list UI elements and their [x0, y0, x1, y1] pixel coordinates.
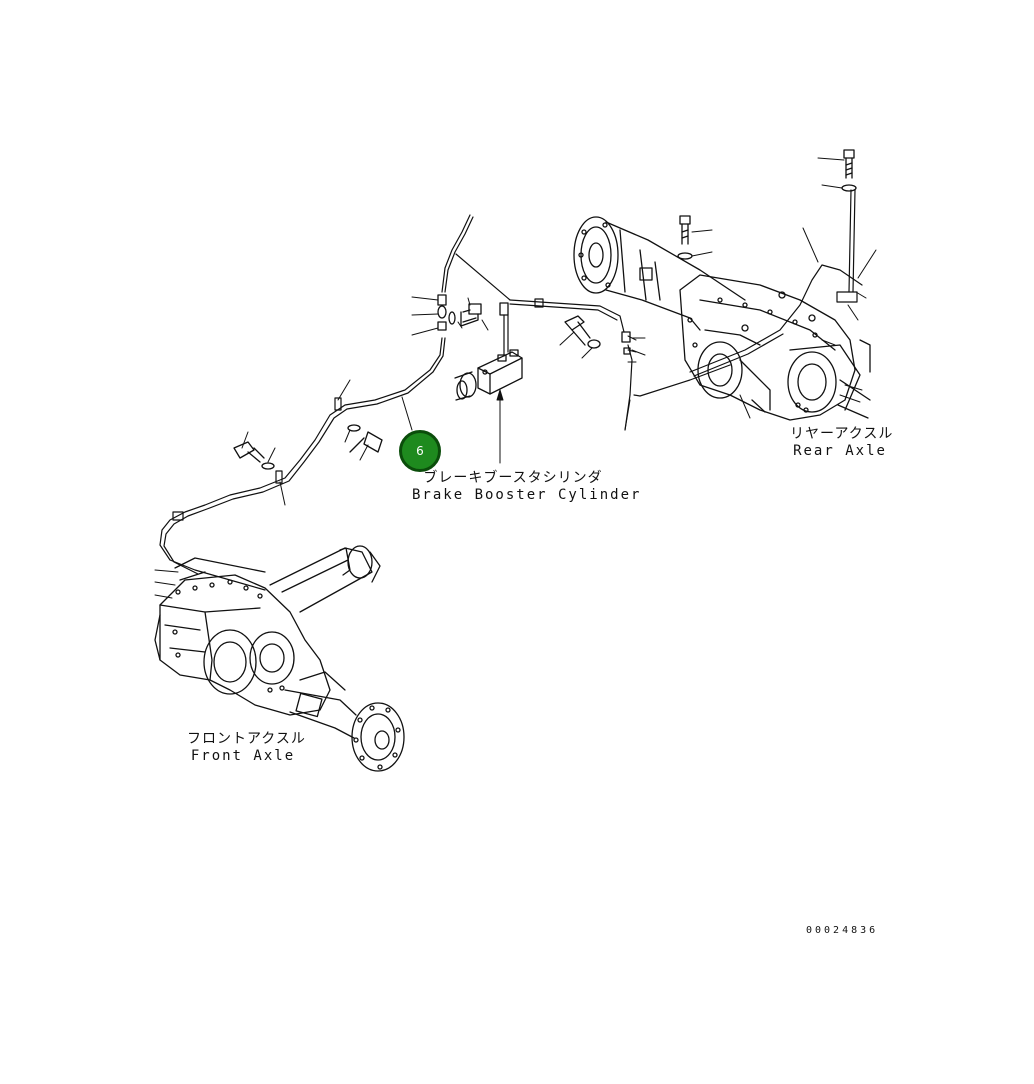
booster-arrow: [496, 389, 504, 464]
brake-tube-main: [159, 214, 625, 591]
rear-brake-tube: [624, 189, 863, 431]
brake-booster-label-en: Brake Booster Cylinder: [412, 487, 642, 503]
brake-booster-label-jp: ブレーキブースタシリンダ: [423, 470, 603, 486]
front-axle: [154, 545, 405, 772]
front-tube-fittings: [233, 424, 383, 470]
rear-fittings: [621, 149, 857, 355]
middle-leader-lines: [241, 296, 637, 506]
callout-number: 6: [416, 444, 424, 458]
rear-axle-label-jp: リヤーアクスル: [790, 426, 894, 442]
brake-booster-cylinder: [454, 349, 523, 401]
front-axle-label-en: Front Axle: [190, 748, 296, 764]
drawing-number: 00024836: [806, 925, 879, 936]
rear-leader-lines: [624, 157, 877, 431]
front-leader-lines: [154, 569, 179, 599]
callout-6[interactable]: 6: [399, 430, 441, 472]
booster-fittings: [437, 294, 601, 349]
rear-axle: [573, 216, 871, 421]
front-axle-label-jp: フロントアクスル: [187, 731, 306, 747]
rear-axle-label-en: Rear Axle: [793, 443, 887, 459]
